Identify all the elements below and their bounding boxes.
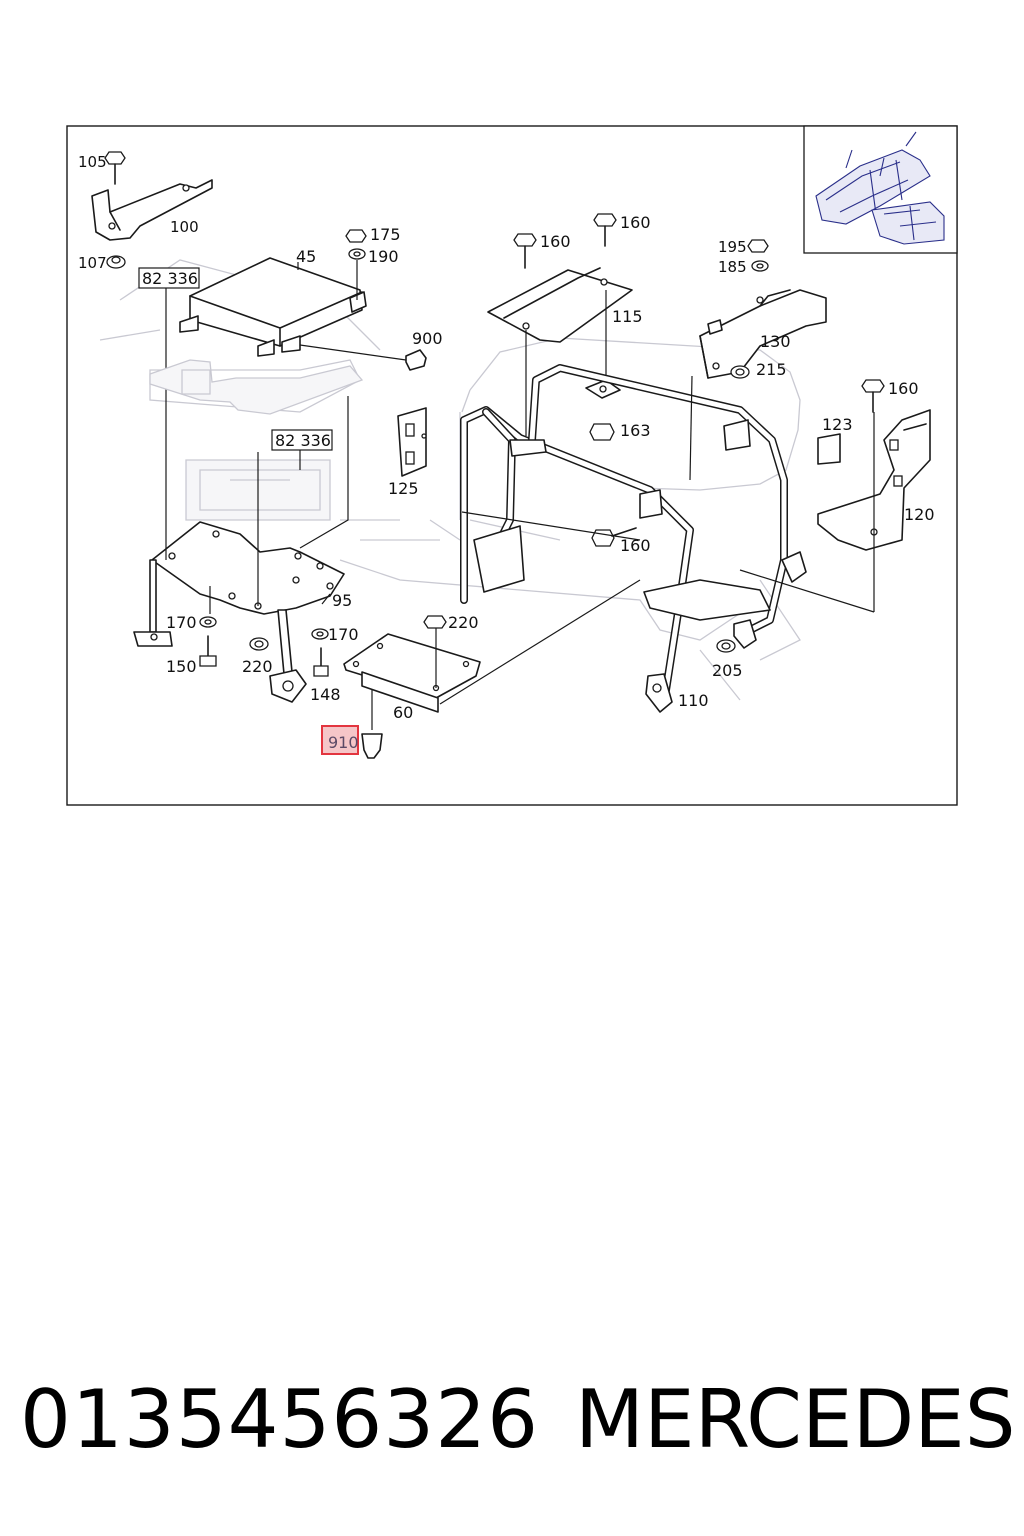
- part-number: 0135456326: [20, 1373, 539, 1466]
- callout-82336-a: 82 336: [142, 269, 198, 288]
- part-100-bracket: [91, 179, 213, 241]
- pad-123: [817, 433, 841, 465]
- callout-160-c: 160: [888, 379, 919, 398]
- callout-148: 148: [310, 685, 341, 704]
- washer-170-left: [199, 616, 217, 628]
- brand-name: MERCEDES: [575, 1373, 1016, 1466]
- nut-220-left: [249, 637, 269, 651]
- callout-175: 175: [370, 225, 401, 244]
- nut-195: [747, 239, 769, 253]
- callout-110: 110: [678, 691, 709, 710]
- parts-diagram: 105 100 107 82 336 82 336 45 175 190 900…: [66, 125, 958, 806]
- support-leg-left: [133, 559, 173, 647]
- nut-175: [345, 229, 367, 243]
- callout-150: 150: [166, 657, 197, 676]
- footer: 0135456326 MERCEDES: [0, 1360, 1024, 1480]
- nut-205: [716, 639, 736, 653]
- part-95-plate: [151, 521, 345, 615]
- nut-215: [730, 365, 750, 379]
- callout-220-a: 220: [242, 657, 273, 676]
- bolt-160-d: [591, 527, 637, 547]
- callout-105: 105: [78, 153, 107, 171]
- washer-185: [751, 260, 769, 272]
- part-115-cover: [487, 267, 633, 343]
- callout-220-b: 220: [448, 613, 479, 632]
- bolt-105: [104, 151, 126, 185]
- callout-60: 60: [393, 703, 413, 722]
- callout-170-b: 170: [328, 625, 359, 644]
- washer-170-right: [311, 628, 329, 640]
- callout-120: 120: [904, 505, 935, 524]
- callout-160-d: 160: [620, 536, 651, 555]
- callout-95: 95: [332, 591, 352, 610]
- part-120-bracket: [817, 409, 931, 551]
- callout-45: 45: [296, 247, 316, 266]
- callout-215: 215: [756, 360, 787, 379]
- callout-130: 130: [760, 332, 791, 351]
- screw-148: [313, 647, 329, 677]
- callout-910: 910: [328, 733, 359, 752]
- callout-125: 125: [388, 479, 419, 498]
- clip-900: [405, 349, 427, 371]
- nut-107: [106, 255, 126, 269]
- part-130-bracket: [699, 289, 827, 379]
- callout-190: 190: [368, 247, 399, 266]
- plug-910: [361, 733, 383, 759]
- support-leg-right: [269, 609, 307, 703]
- callout-123: 123: [822, 415, 853, 434]
- locator-inset: [803, 125, 958, 254]
- callout-900: 900: [412, 329, 443, 348]
- ref-box-a: [138, 267, 200, 289]
- highlight-910-box: [321, 725, 359, 755]
- callout-82336-b: 82 336: [275, 431, 331, 450]
- callout-107: 107: [78, 254, 107, 272]
- callout-163: 163: [620, 421, 651, 440]
- part-125-bracket: [397, 407, 427, 477]
- part-60-module: [343, 633, 481, 713]
- callout-195: 195: [718, 238, 747, 256]
- callout-185: 185: [718, 258, 747, 276]
- screw-150: [199, 635, 217, 667]
- bolt-160-c: [861, 379, 885, 413]
- bolt-160-a: [513, 233, 537, 269]
- callout-100: 100: [170, 218, 199, 236]
- callout-160-b: 160: [620, 213, 651, 232]
- part-110-frame: [460, 364, 807, 713]
- tray-ghost: [149, 359, 364, 415]
- washer-190: [348, 248, 366, 260]
- callout-115: 115: [612, 307, 643, 326]
- nut-220-module: [423, 615, 447, 688]
- bolt-160-b: [593, 213, 617, 247]
- plate-nut-163: [585, 379, 621, 441]
- ref-box-b: [271, 429, 333, 451]
- part-45-control-unit: [179, 257, 367, 357]
- callout-160-a: 160: [540, 232, 571, 251]
- callout-170-a: 170: [166, 613, 197, 632]
- callout-205: 205: [712, 661, 743, 680]
